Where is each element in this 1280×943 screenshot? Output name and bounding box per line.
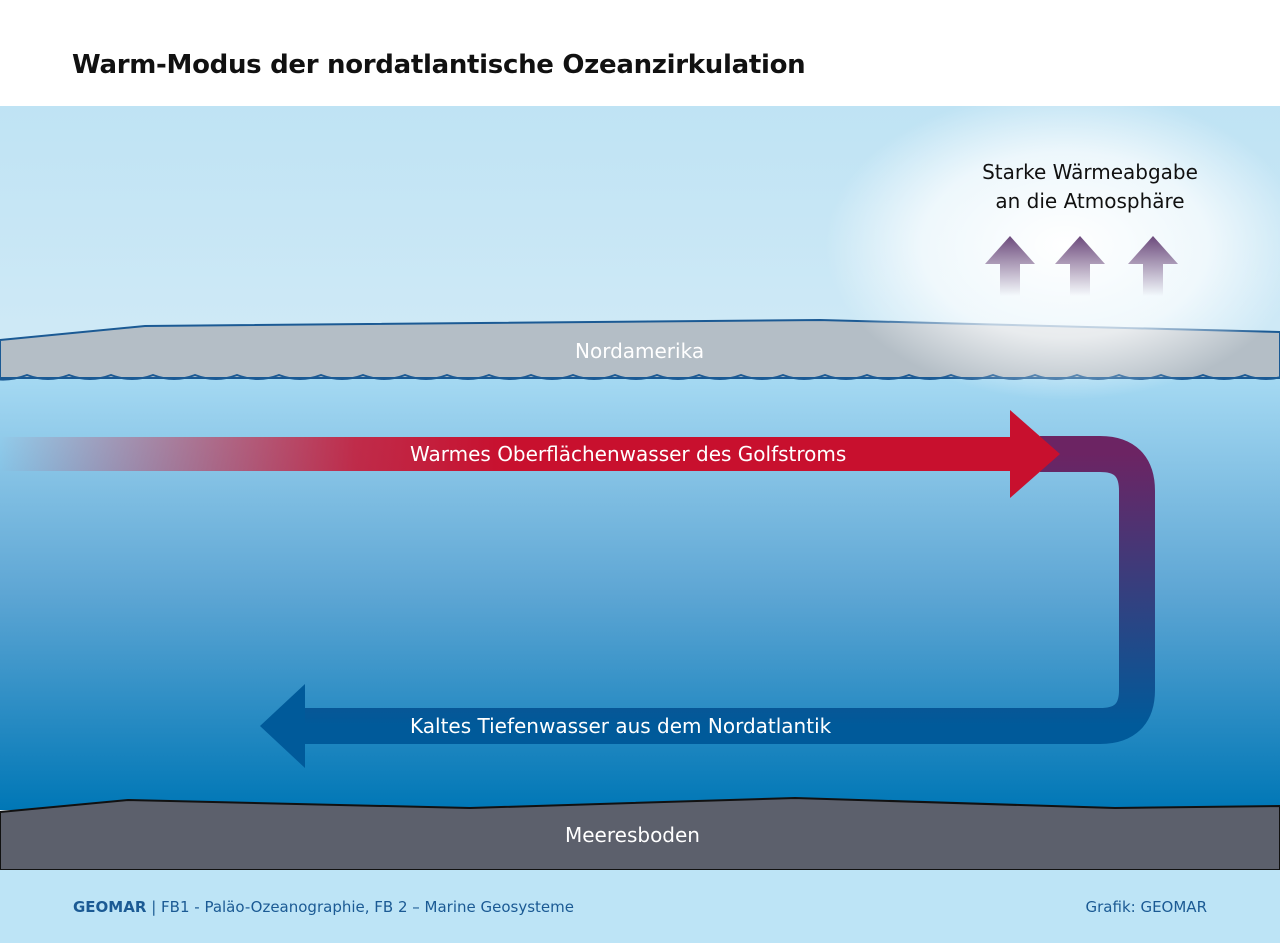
heat-label-line2: an die Atmosphäre [995, 189, 1185, 213]
heat-label-line1: Starke Wärmeabgabe [982, 160, 1198, 184]
footer-org: GEOMAR [73, 898, 147, 916]
up-arrow-icon [1128, 236, 1178, 296]
cold-current-label: Kaltes Tiefenwasser aus dem Nordatlantik [410, 714, 832, 738]
seafloor-label: Meeresboden [565, 823, 700, 847]
footer-band [0, 870, 1280, 943]
up-arrow-icon [985, 236, 1035, 296]
land-label: Nordamerika [575, 339, 705, 363]
warm-current-label: Warmes Oberflächenwasser des Golfstroms [410, 442, 847, 466]
footer-departments-text: FB1 - Paläo-Ozeanographie, FB 2 – Marine… [161, 898, 574, 916]
footer-departments: GEOMAR | FB1 - Paläo-Ozeanographie, FB 2… [73, 898, 574, 916]
footer-credit: Grafik: GEOMAR [1085, 898, 1207, 916]
heat-release-label: Starke Wärmeabgabe an die Atmosphäre [960, 158, 1220, 216]
cold-arrow-head [260, 684, 305, 768]
footer-separator: | [151, 898, 157, 916]
page-title: Warm-Modus der nordatlantische Ozeanzirk… [72, 50, 806, 80]
circulation-loop [300, 436, 1155, 744]
heat-arrow-icons [985, 236, 1178, 296]
warm-arrow-head [1010, 410, 1060, 498]
warm-current-arrow [0, 437, 1015, 471]
heat-glow [825, 90, 1280, 400]
up-arrow-icon [1055, 236, 1105, 296]
